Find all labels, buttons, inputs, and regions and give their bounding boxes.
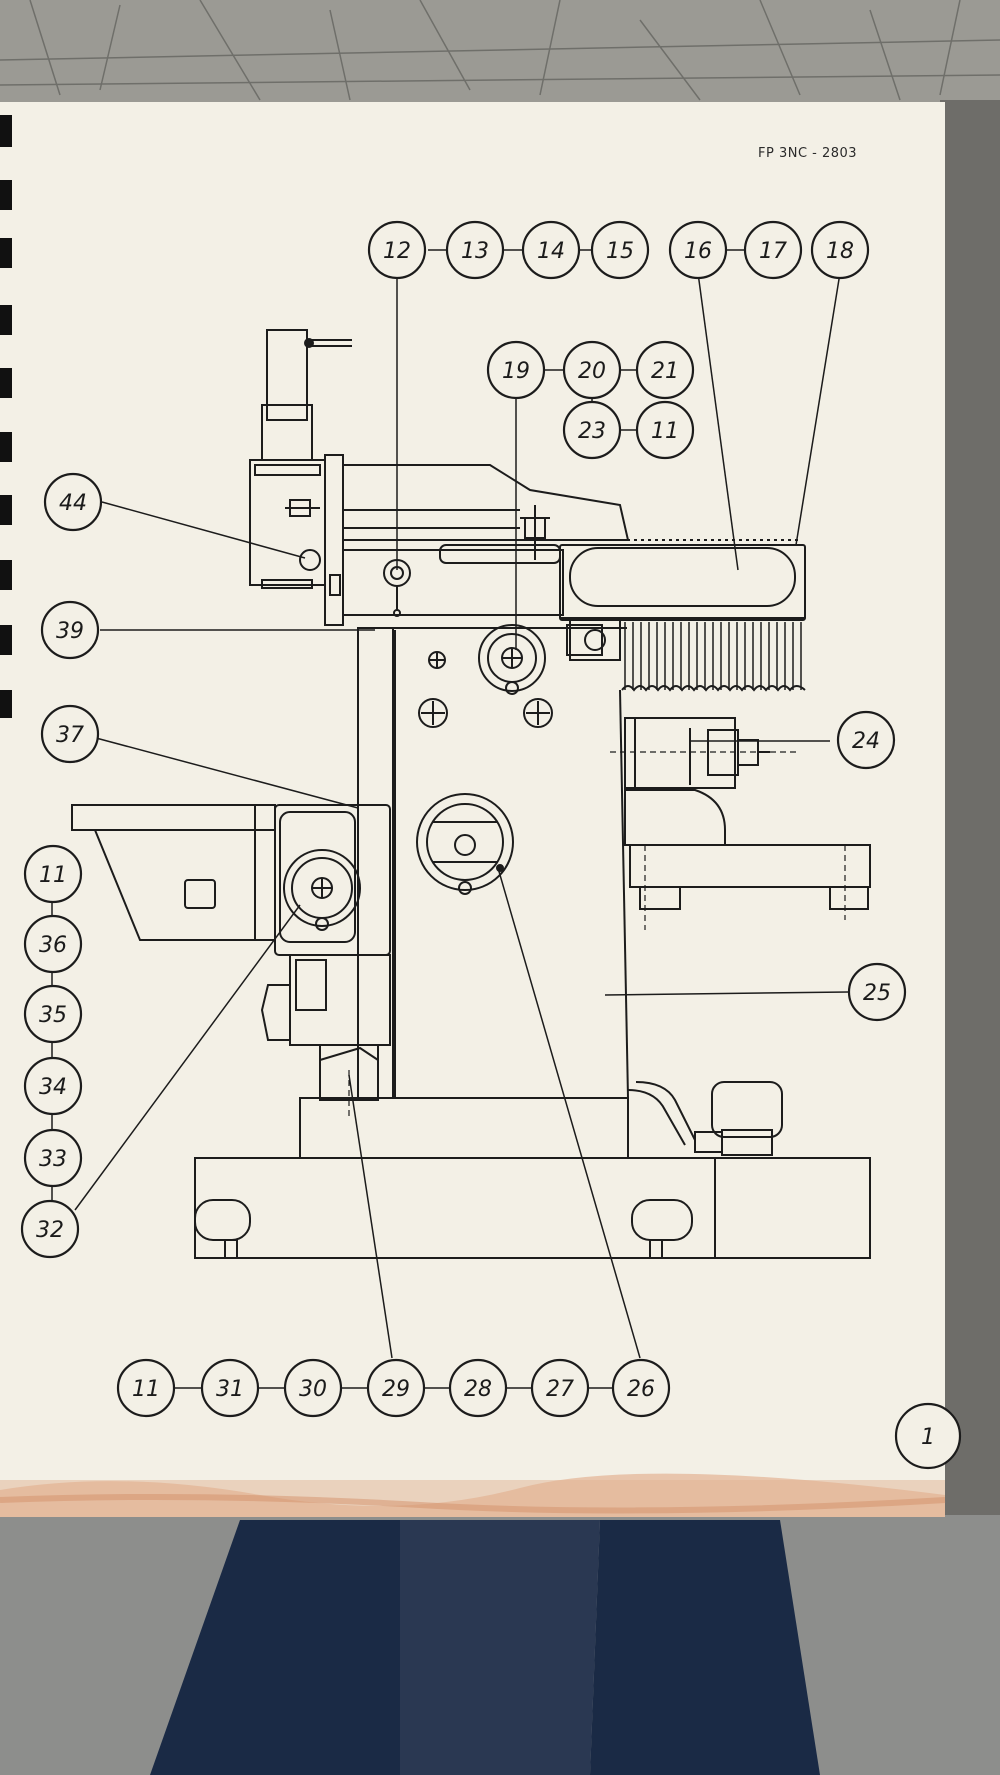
callout-25: 25: [863, 981, 891, 1006]
machine-base: [194, 1097, 871, 1259]
document-code: FP 3NC - 2803: [758, 146, 857, 161]
callout-28: 28: [464, 1377, 492, 1402]
callout-21: 21: [651, 359, 679, 384]
callout-15: 15: [606, 239, 634, 264]
callout-11-left: 11: [39, 863, 67, 888]
callout-14: 14: [537, 239, 565, 264]
callout-19: 19: [502, 359, 530, 384]
callout-13: 13: [461, 239, 489, 264]
callout-11-bottom: 11: [132, 1377, 160, 1402]
callout-27: 27: [546, 1377, 574, 1402]
callout-44: 44: [59, 491, 87, 516]
callout-11-top: 11: [651, 419, 679, 444]
coolant-pump: [627, 1081, 785, 1159]
callout-circles: [20, 220, 962, 1470]
callout-30: 30: [299, 1377, 327, 1402]
callout-18: 18: [826, 239, 854, 264]
milling-head: [249, 454, 344, 626]
callout-39: 39: [56, 619, 84, 644]
callout-32: 32: [36, 1218, 64, 1243]
callout-29: 29: [382, 1377, 410, 1402]
machine-column: [357, 624, 629, 1099]
callout-labels: 12 13 14 15 16 17 18 19 20 21 23 11 44 3…: [36, 239, 935, 1450]
callout-23: 23: [578, 419, 606, 444]
callout-17: 17: [759, 239, 787, 264]
knee-and-table: [71, 804, 391, 1120]
callout-24: 24: [852, 729, 880, 754]
binder-holes: [0, 115, 12, 718]
callout-26: 26: [627, 1377, 655, 1402]
paper-sheet: [0, 102, 946, 1517]
horizontal-spindle-unit: [610, 717, 871, 930]
leader-lines: [51, 272, 849, 1359]
cover-with-bellows: [559, 539, 806, 692]
page-number: 1: [921, 1425, 935, 1450]
callout-36: 36: [39, 933, 67, 958]
callout-20: 20: [578, 359, 606, 384]
callout-37: 37: [56, 723, 84, 748]
milling-machine-drawing: [71, 329, 871, 1259]
callout-31: 31: [216, 1377, 244, 1402]
callout-34: 34: [39, 1075, 67, 1100]
callout-35: 35: [39, 1003, 67, 1028]
callout-12: 12: [383, 239, 411, 264]
callout-33: 33: [39, 1147, 67, 1172]
callout-16: 16: [684, 239, 712, 264]
